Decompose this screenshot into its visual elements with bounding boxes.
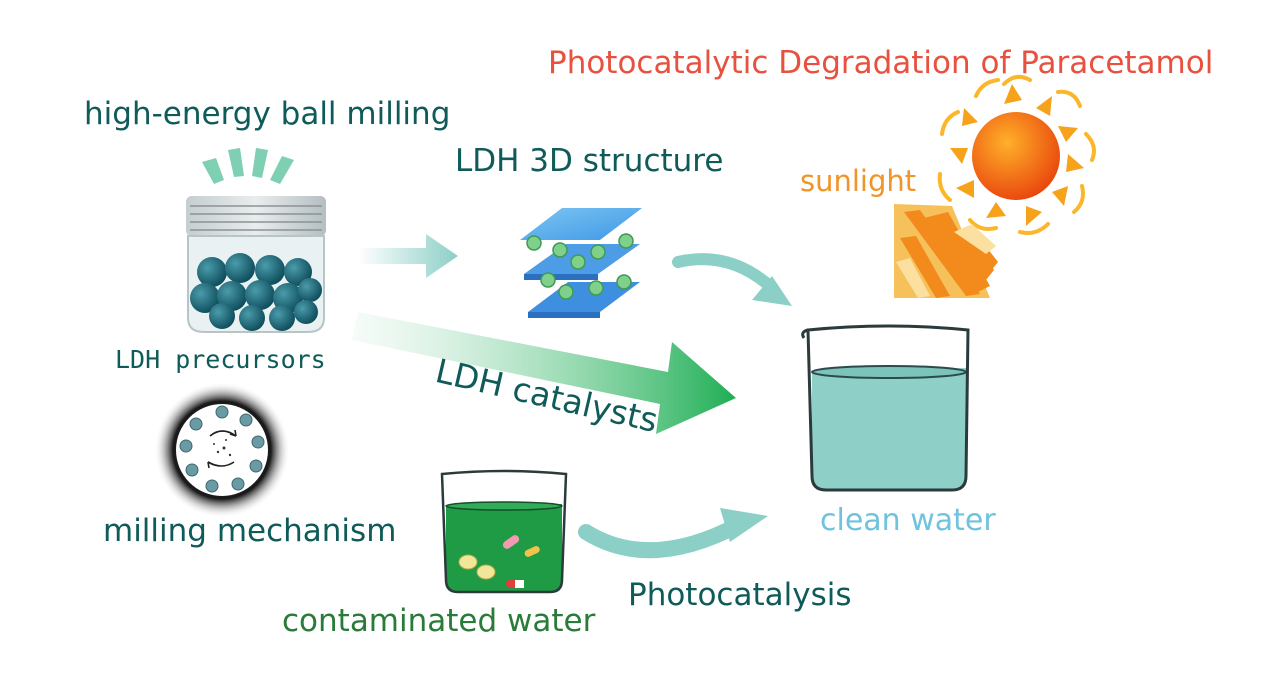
ldh-3d-structure-label: LDH 3D structure [455,143,724,179]
contaminated-water-label: contaminated water [282,603,596,639]
ldh-catalysts-arrow [352,312,736,434]
clean-water-label: clean water [820,503,996,538]
ldh-layers-icon [520,208,642,318]
photocatalysis-arrow [578,508,768,559]
milling-disc-icon [154,382,290,518]
impact-marks-icon [202,148,294,184]
sun-icon [937,74,1096,235]
sunlight-label: sunlight [800,164,917,198]
photocatalysis-label: Photocatalysis [628,577,852,613]
contaminated-beaker-icon [440,469,568,594]
arrow-to-clean-water [672,253,792,306]
arrow-to-ldh-structure [358,234,458,278]
ball-milling-label: high-energy ball milling [84,96,451,132]
milling-mechanism-label: milling mechanism [103,513,397,549]
diagram-title: Photocatalytic Degradation of Paracetamo… [548,45,1214,81]
sun-rays-icon [894,204,998,298]
pills-icon [458,535,540,588]
jar-icon [186,196,326,333]
beaker-icon [801,324,970,492]
ldh-precursors-label: LDH precursors [115,345,326,374]
balls-icon [190,253,322,331]
